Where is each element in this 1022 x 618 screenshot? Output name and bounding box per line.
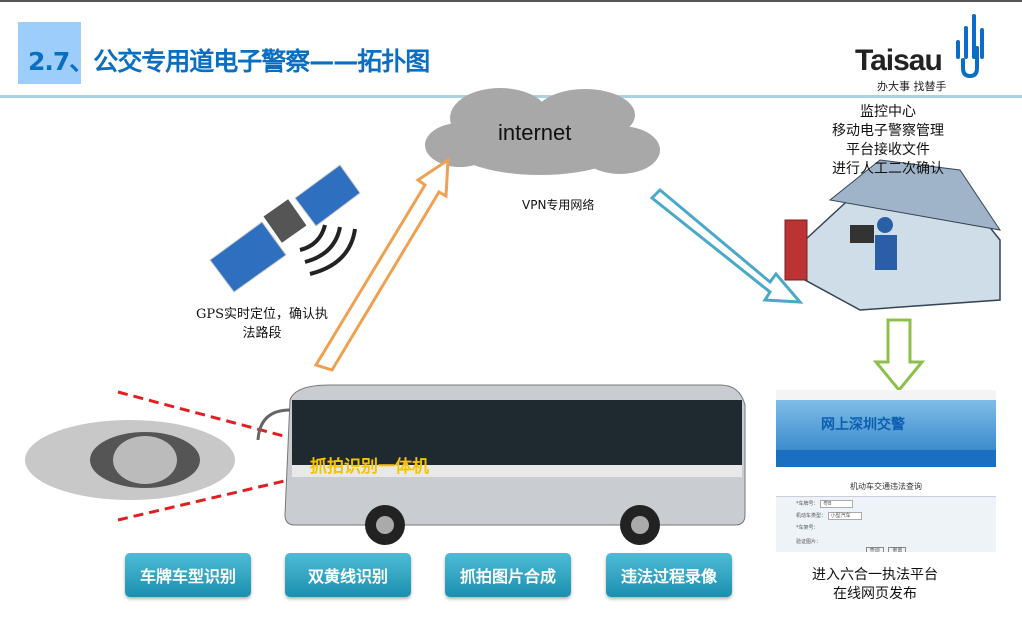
section-number: 2.7、: [28, 47, 94, 76]
internet-label: internet: [498, 120, 572, 145]
feature-violation-recording: 违法过程录像: [606, 553, 732, 597]
internet-cloud: [425, 88, 660, 175]
page-title: 2.7、公交专用道电子警察——拓扑图: [28, 42, 430, 78]
bus-icon: [256, 384, 746, 545]
website-field: 机动车类型： 小型汽车: [776, 509, 996, 521]
monitor-center-label: 监控中心移动电子警察管理平台接收文件进行人工二次确认: [832, 104, 944, 177]
camera-view-lines: [117, 390, 311, 522]
title-accent-square: [18, 22, 81, 84]
feature-plate-recognition: 车牌车型识别: [125, 553, 251, 597]
gps-label: GPS实时定位，确认执法路段: [196, 307, 329, 341]
vpn-label: VPN专用网络: [522, 198, 595, 212]
monitor-center-house-icon: [784, 159, 1002, 311]
website-banner: 网上深圳交警: [776, 400, 996, 450]
website-reset-button: 重置: [888, 547, 907, 552]
website-form-title: 机动车交通违法查询: [850, 482, 922, 491]
satellite-icon: [209, 164, 361, 293]
feature-image-composite: 抓拍图片合成: [445, 553, 571, 597]
website-field: *车架号：: [796, 525, 819, 531]
logo-text: Taisau: [855, 44, 943, 77]
logo-bars-icon: [956, 14, 984, 79]
vpn-arrow: [649, 187, 804, 304]
feature-double-yellow-line: 双黄线识别: [285, 553, 411, 597]
website-field: *车牌号： 粤B: [776, 497, 996, 509]
top-border: [0, 0, 1022, 2]
logo-slogan: 办大事 找替手: [877, 80, 947, 93]
website-screenshot: 网上深圳交警 机动车交通违法查询 *车牌号： 粤B 机动车类型： 小型汽车 *车…: [776, 390, 996, 552]
website-field: 验证图片：: [796, 539, 822, 545]
car-icon: [25, 420, 235, 500]
uplink-arrow: [313, 157, 450, 372]
website-query-button: 查询: [865, 547, 884, 552]
bus-device-label: 抓拍识别一体机: [310, 457, 429, 477]
title-text: 公交专用道电子警察——拓扑图: [93, 47, 430, 76]
platform-label: 进入六合一执法平台在线网页发布: [812, 567, 938, 602]
taisau-logo: Taisau 办大事 找替手: [855, 12, 1005, 93]
down-arrow: [872, 318, 926, 393]
